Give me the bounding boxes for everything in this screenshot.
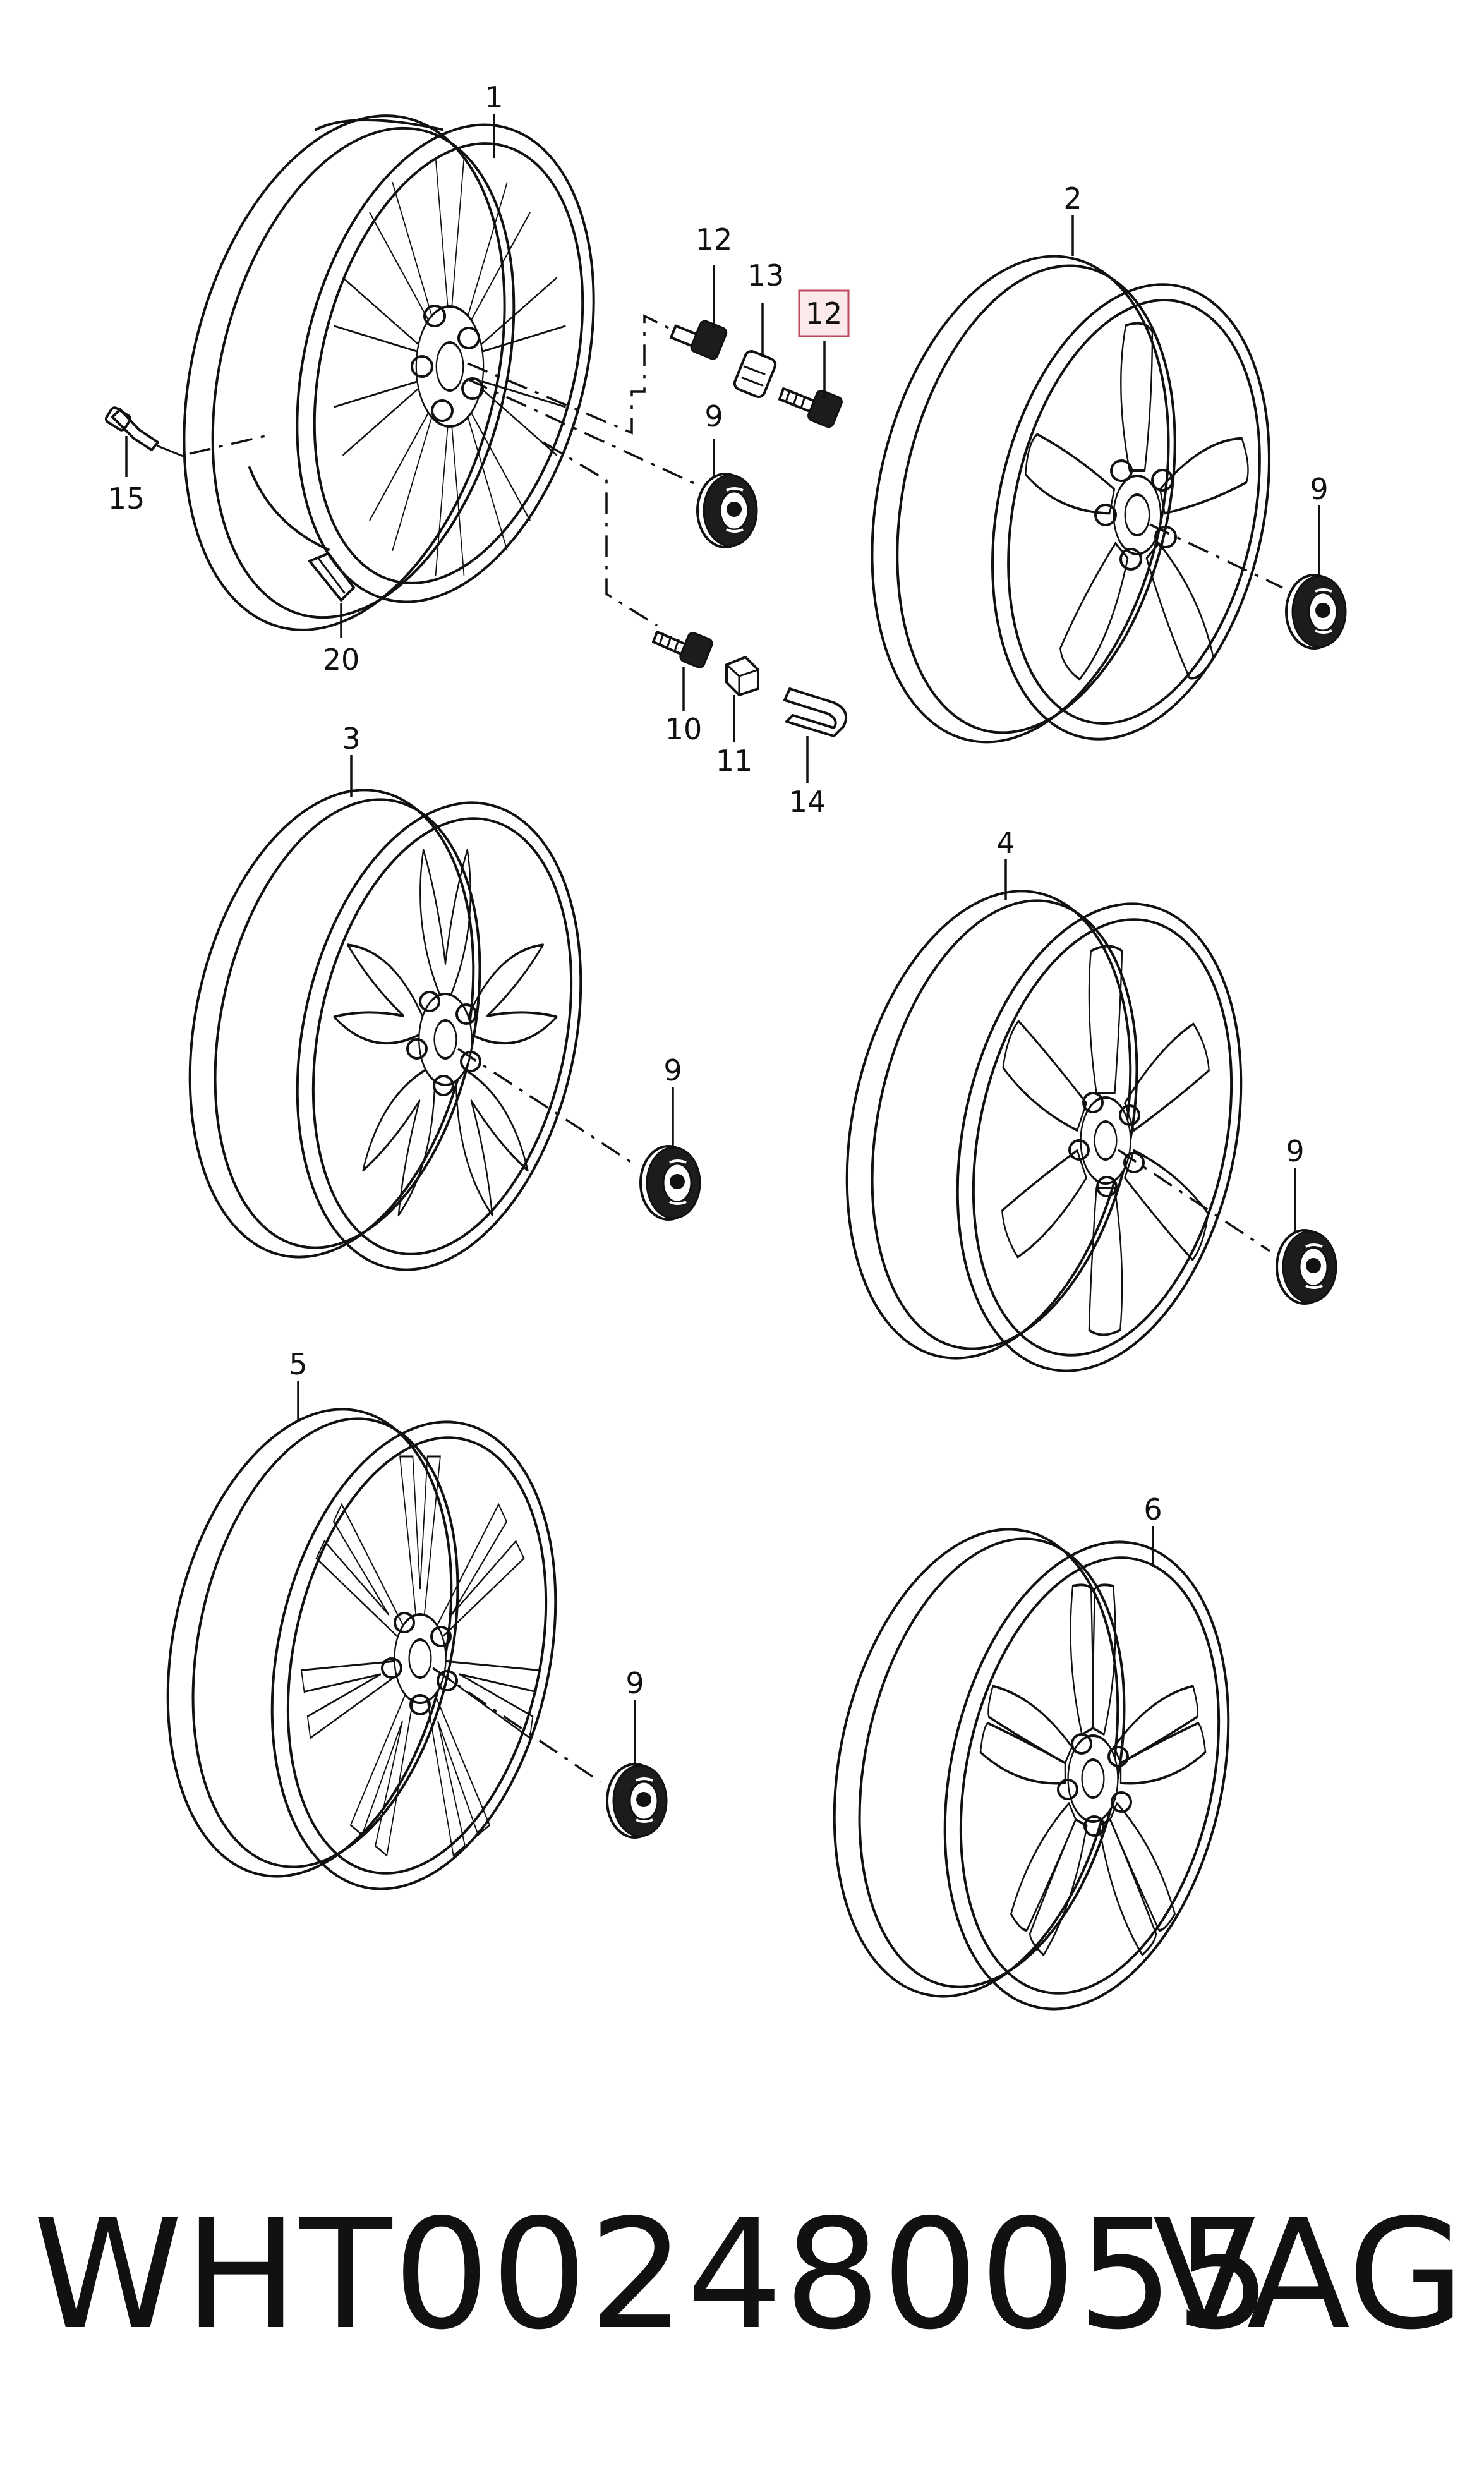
callout-1: 1 <box>485 80 503 114</box>
callout-9-wheel-3: 9 <box>663 1053 682 1087</box>
hub-cap-wheel-5 <box>606 1763 668 1839</box>
callout-9-wheel-1: 9 <box>704 399 723 433</box>
wheel-3 <box>188 789 582 1271</box>
callout-14: 14 <box>789 785 826 819</box>
balance-weight <box>308 552 355 602</box>
hub-cap-wheel-1 <box>696 473 758 548</box>
callout-9-wheel-2: 9 <box>1310 472 1328 506</box>
callout-numbers: 1 2 3 4 5 6 12 13 12 9 9 9 9 9 10 11 14 … <box>108 80 1329 1700</box>
callout-4: 4 <box>996 826 1015 860</box>
highlight-box <box>798 289 850 337</box>
callout-13: 13 <box>747 258 785 293</box>
wheel-4 <box>845 890 1243 1372</box>
callout-11: 11 <box>716 744 753 778</box>
hub-cap-wheel-3 <box>639 1145 701 1221</box>
locking-adapter-13 <box>733 349 777 399</box>
callout-9-wheel-4: 9 <box>1286 1134 1304 1168</box>
wheel-bolt-12b <box>778 387 843 428</box>
puller-14 <box>783 687 847 737</box>
footer: WHT002480055 VAG <box>0 2193 1484 2357</box>
valve-stem <box>104 406 184 457</box>
brand-label: VAG <box>1152 2186 1465 2363</box>
callout-3: 3 <box>342 722 360 756</box>
wheel-bolt-12a <box>670 320 728 360</box>
wheel-5 <box>166 1408 557 1890</box>
wheel-2 <box>871 255 1270 744</box>
callout-2: 2 <box>1063 181 1082 215</box>
hub-cap-wheel-2 <box>1285 574 1347 650</box>
callout-5: 5 <box>289 1347 307 1381</box>
callout-12-b: 12 <box>805 296 843 330</box>
callout-10: 10 <box>665 712 703 746</box>
hub-cap-wheel-4 <box>1276 1229 1337 1305</box>
callout-20: 20 <box>323 643 360 677</box>
wheel-6 <box>833 1528 1230 2011</box>
bolt-cap-11 <box>725 656 759 696</box>
callout-9-wheel-5: 9 <box>625 1666 644 1700</box>
callout-15: 15 <box>108 481 145 516</box>
part-number: WHT002480055 <box>33 2186 1273 2363</box>
wheel-1 <box>183 114 595 631</box>
callout-6: 6 <box>1143 1492 1162 1527</box>
leader-lines <box>125 114 1320 1769</box>
callout-12-a: 12 <box>696 222 733 257</box>
wheel-bolt-10 <box>652 631 713 668</box>
